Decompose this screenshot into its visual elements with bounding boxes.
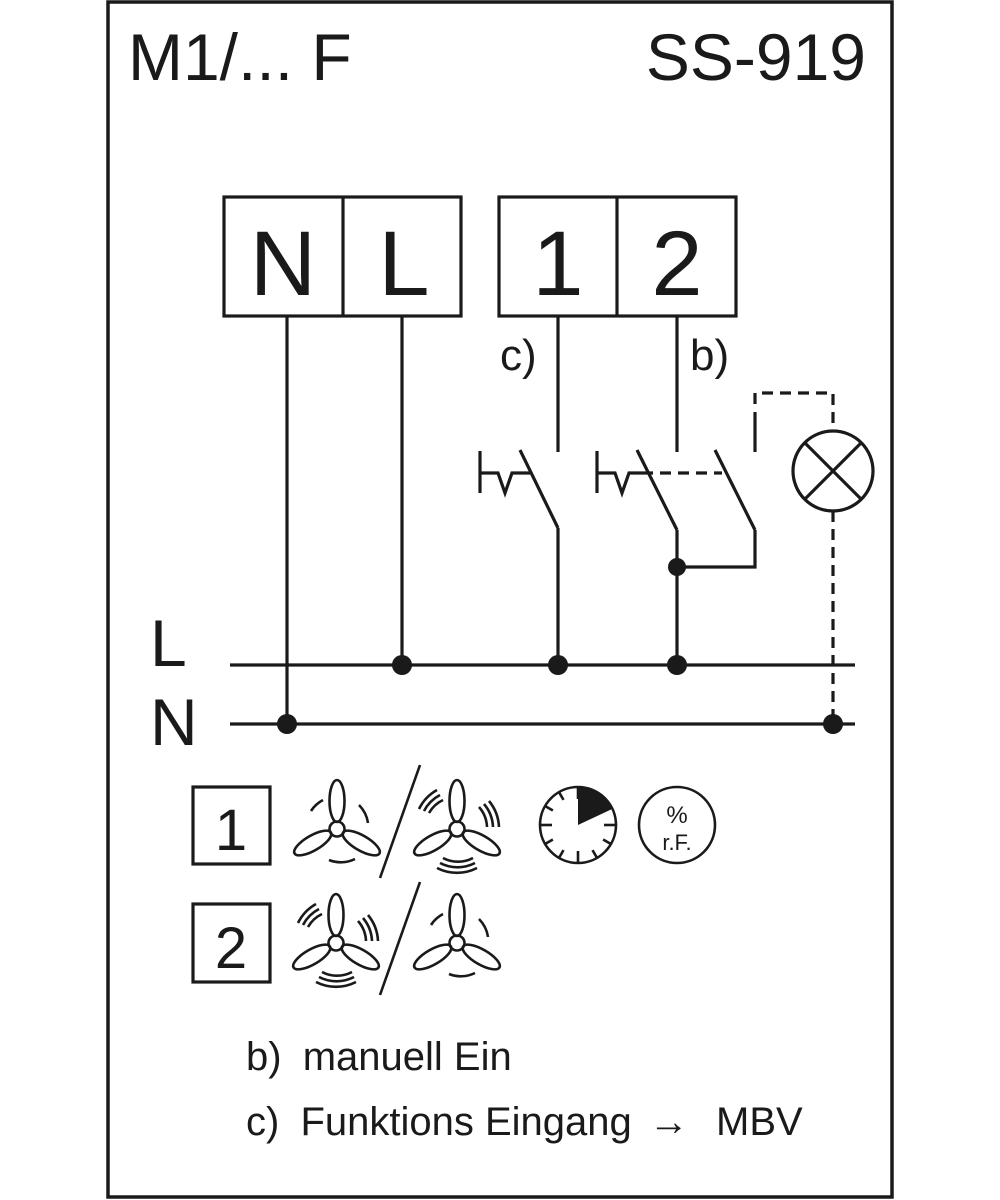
svg-text:b) manuell Ein: b) manuell Ein: [246, 1035, 512, 1079]
timer-icon: [538, 785, 618, 865]
timer-tick: [591, 849, 599, 859]
junction-dot: [667, 655, 687, 675]
outer-frame: [106, 0, 894, 1199]
indicator-lamp: [753, 391, 875, 724]
timer-tick: [557, 791, 565, 801]
legend-terminal-box: [191, 902, 272, 984]
timer-tick: [544, 804, 554, 812]
wire-label-b: b): [690, 331, 729, 380]
legend-row-1: 1 % r.F.: [191, 764, 717, 879]
svg-text:c) Funktions Eingang: c) Funktions Eingang → MBV: [246, 1100, 803, 1144]
timer-tick: [557, 849, 565, 859]
terminal-l-label: L: [378, 213, 429, 315]
note-c-text: Funktions Eingang: [300, 1100, 631, 1144]
note-b: b) manuell Ein: [246, 1035, 512, 1079]
humidity-rf-label: r.F.: [662, 830, 691, 855]
junction-dot: [823, 714, 843, 734]
timer-tick: [591, 791, 599, 801]
humidity-percent-symbol: %: [666, 802, 687, 829]
wire-label-c: c): [500, 331, 537, 380]
timer-tick: [602, 838, 612, 846]
legend-terminal-label: 1: [215, 798, 247, 863]
arrow-icon: →: [649, 1100, 689, 1144]
slash-divider: [378, 764, 422, 879]
model-title-left: M1/... F: [128, 20, 352, 94]
legend-terminal-box: [191, 785, 272, 866]
timer-tick: [544, 838, 554, 846]
junction-dot: [392, 655, 412, 675]
terminal-2-label: 2: [651, 213, 702, 315]
slash-divider: [378, 881, 422, 996]
fan-fast-icon: [409, 778, 505, 875]
note-c-key: c): [246, 1100, 279, 1144]
timer-tick: [602, 804, 612, 812]
pushbutton-b: [595, 316, 757, 665]
pushbutton-c: [478, 316, 560, 665]
junction-dot: [668, 558, 686, 576]
note-b-key: b): [246, 1035, 282, 1079]
fan-fast-icon: [288, 892, 384, 989]
legend-terminal-label: 2: [215, 916, 247, 981]
output-terminal-block: 1 2: [497, 195, 738, 318]
fan-slow-icon: [409, 892, 505, 978]
note-c-target: MBV: [716, 1100, 803, 1144]
bus-label-n: N: [150, 685, 198, 759]
fan-slow-icon: [289, 778, 385, 864]
junction-dot: [548, 655, 568, 675]
bus-label-l: L: [150, 606, 187, 680]
humidity-icon: % r.F.: [637, 785, 717, 865]
note-b-text: manuell Ein: [303, 1035, 512, 1079]
timer-filled-sector: [578, 787, 613, 825]
note-c: c) Funktions Eingang → MBV: [246, 1100, 803, 1144]
legend-row-2: 2: [191, 881, 505, 996]
terminal-n-label: N: [250, 213, 316, 315]
junction-dot: [277, 714, 297, 734]
power-terminal-block: N L: [222, 195, 463, 318]
terminal-1-label: 1: [532, 213, 583, 315]
model-title-right: SS-919: [646, 20, 866, 94]
